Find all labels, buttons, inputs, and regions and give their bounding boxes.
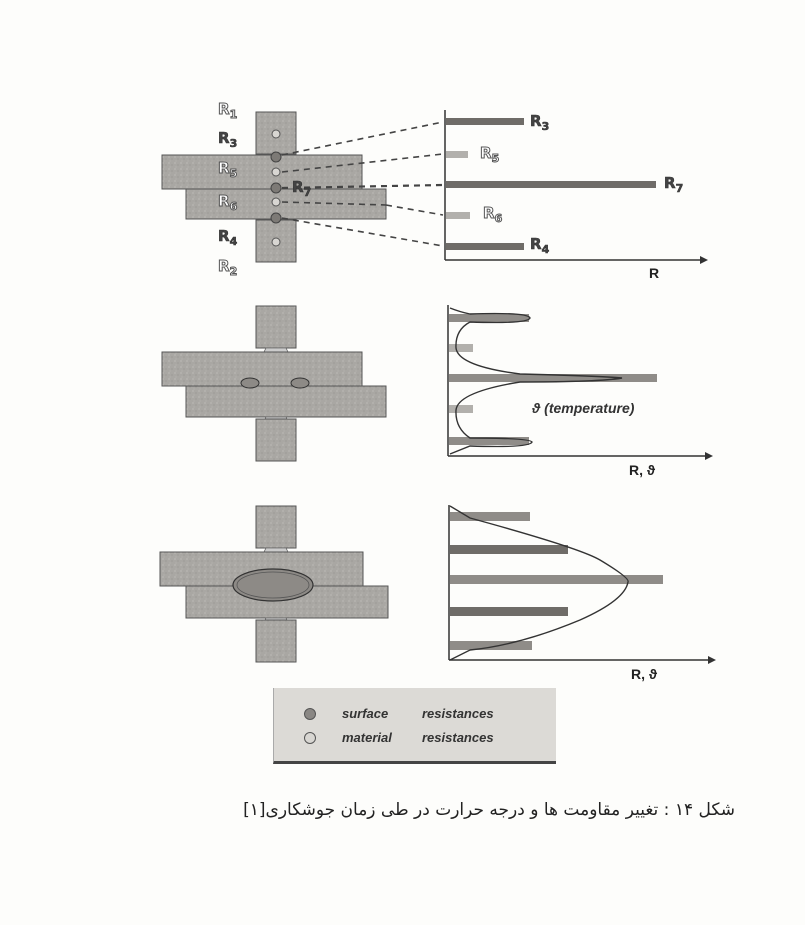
label-r3: R3 bbox=[218, 129, 238, 150]
panel1-x-axis-label: R bbox=[649, 265, 660, 281]
bar-r5 bbox=[450, 545, 568, 554]
bar-r7 bbox=[450, 575, 663, 584]
panel2-weld-assembly bbox=[161, 305, 387, 462]
temperature-curve bbox=[449, 505, 629, 661]
bar-label-r5: R5 bbox=[480, 144, 500, 165]
bar-r3 bbox=[446, 118, 524, 125]
panel1-connector-lines bbox=[281, 121, 444, 247]
weld-nugget bbox=[232, 568, 314, 602]
panel1-resistance-chart bbox=[444, 110, 708, 264]
bar-r3 bbox=[450, 512, 530, 521]
bar-r5 bbox=[446, 151, 468, 158]
legend-item-surface: surface resistances bbox=[304, 706, 494, 721]
bar-r7 bbox=[449, 374, 657, 382]
surface-resistance-r7 bbox=[270, 182, 282, 194]
label-r2: R2 bbox=[218, 257, 238, 278]
legend: surface resistances material resistances bbox=[273, 688, 556, 764]
material-resistance-r2 bbox=[271, 237, 281, 247]
figure-caption: شکل ۱۴ : تغییر مقاومت ها و درجه حرارت در… bbox=[243, 800, 735, 820]
bar-r3 bbox=[449, 314, 529, 322]
panel3-x-axis-label: R, ϑ bbox=[631, 666, 658, 682]
bar-label-r4: R4 bbox=[530, 235, 550, 256]
bar-label-r6: R6 bbox=[483, 204, 503, 225]
panel3-chart bbox=[448, 505, 716, 664]
lower-sheet bbox=[185, 385, 387, 418]
material-resistance-r6 bbox=[271, 197, 281, 207]
panel2-chart bbox=[447, 305, 713, 460]
bar-r4 bbox=[449, 437, 529, 445]
bar-label-r7: R7 bbox=[664, 174, 684, 195]
bar-r6 bbox=[450, 607, 568, 616]
surface-resistance-r3 bbox=[270, 151, 282, 163]
temperature-curve bbox=[449, 307, 623, 455]
lower-electrode bbox=[255, 619, 297, 663]
material-resistance-r5 bbox=[271, 167, 281, 177]
label-r7: R7 bbox=[292, 178, 312, 199]
lower-electrode bbox=[255, 418, 297, 462]
lower-sheet bbox=[185, 188, 387, 220]
material-resistance-r1 bbox=[271, 129, 281, 139]
label-r1: R1 bbox=[218, 100, 238, 121]
upper-sheet bbox=[161, 351, 363, 387]
legend-item-material: material resistances bbox=[304, 730, 494, 745]
material-resistance-marker-icon bbox=[304, 731, 316, 744]
bar-r7 bbox=[446, 181, 656, 188]
panel2-x-axis-label: R, ϑ bbox=[629, 462, 656, 478]
bar-r5 bbox=[449, 344, 473, 352]
bar-r6 bbox=[446, 212, 470, 219]
panel3-weld-assembly bbox=[159, 505, 389, 663]
upper-electrode bbox=[255, 505, 297, 549]
bar-label-r3: R3 bbox=[530, 112, 550, 133]
surface-resistance-r4 bbox=[270, 212, 282, 224]
label-r5: R5 bbox=[218, 159, 238, 180]
label-r4: R4 bbox=[218, 227, 238, 248]
surface-resistance-marker-icon bbox=[304, 707, 316, 720]
upper-sheet bbox=[161, 154, 363, 190]
nugget-spot-left bbox=[240, 377, 260, 389]
upper-electrode bbox=[255, 305, 297, 349]
temperature-curve-label: ϑ (temperature) bbox=[532, 400, 635, 416]
bar-r4 bbox=[446, 243, 524, 250]
bar-r6 bbox=[449, 405, 473, 413]
nugget-spot-right bbox=[290, 377, 310, 389]
label-r6: R6 bbox=[218, 192, 238, 213]
bar-r4 bbox=[450, 641, 532, 650]
